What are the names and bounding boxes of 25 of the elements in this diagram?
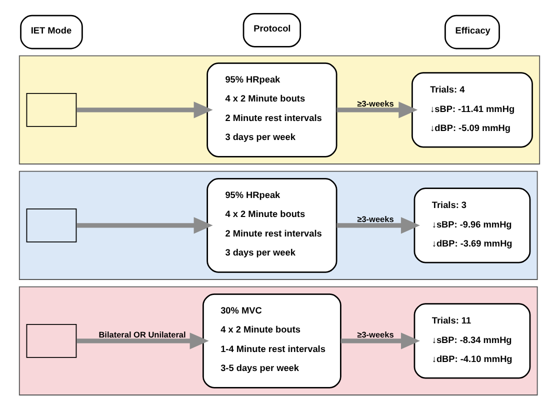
cluster	[18, 286, 538, 395]
cluster	[18, 54, 540, 164]
node-box: 95% HRpeak 4 x 2 Minute bouts 2 Minute rest intervals 3 days per week	[206, 177, 338, 272]
arrow	[76, 216, 213, 234]
node-box: Trials: 4 ↓sBP: -11.41 mmHg ↓dBP: -5.09 mmHg	[412, 72, 533, 148]
node-box: Trials: 11 ↓sBP: -8.34 mmHg ↓dBP: -4.10 mmHg	[414, 302, 531, 378]
node-box	[26, 208, 77, 242]
arrow	[336, 101, 418, 118]
arrow	[336, 216, 420, 234]
edge-label: Bilateral OR Unilateral	[98, 330, 186, 339]
edge-label: ≥3-weeks	[357, 214, 394, 224]
node-box: 30% MVC 4 x 2 Minute bouts 1-4 Minute rest intervals 3-5 days per week	[202, 292, 342, 388]
node-box	[26, 323, 77, 358]
node-box: Efficacy	[444, 14, 500, 49]
node-box: 95% HRpeak 4 x 2 Minute bouts 2 Minute rest intervals 3 days per week	[206, 62, 338, 157]
node-box: Protocol	[242, 12, 302, 47]
arrow	[340, 332, 420, 349]
arrow	[76, 101, 213, 118]
edge-label: ≥3-weeks	[357, 98, 394, 108]
node-box	[26, 92, 77, 126]
cluster	[18, 170, 538, 280]
node-box: Trials: 3 ↓sBP: -9.96 mmHg ↓dBP: -3.69 mmHg	[414, 187, 531, 263]
node-box: IET Mode	[20, 14, 83, 49]
edge-label: ≥3-weeks	[357, 330, 394, 339]
arrow	[76, 332, 209, 349]
